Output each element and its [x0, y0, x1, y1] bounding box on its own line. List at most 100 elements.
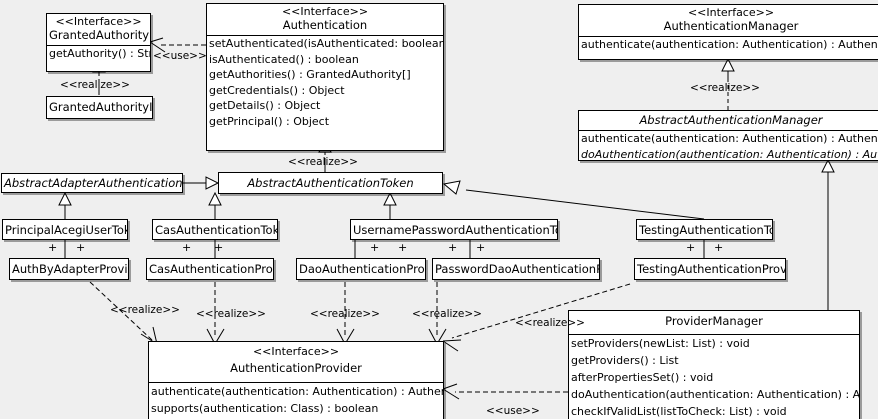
stereotype-label: <<Interface>>	[55, 15, 142, 28]
assoc-plus-marker: +	[686, 241, 696, 254]
class-header: <<Interface>> AuthenticationProvider	[149, 342, 443, 378]
class-testing-authentication-provider[interactable]: TestingAuthenticationProvider	[634, 258, 786, 280]
operations-compartment: authenticate(authentication: Authenticat…	[579, 131, 878, 161]
class-cas-authentication-provider[interactable]: CasAuthenticationProvider	[146, 258, 274, 280]
edge-label-use-granted-authority: <<use>>	[153, 50, 207, 62]
operation-item: setAuthenticated(isAuthenticated: boolea…	[209, 37, 443, 50]
class-name: GrantedAuthority	[49, 28, 150, 42]
operation-item: getProviders() : List	[571, 354, 679, 367]
operation-item: checkIfValidList(listToCheck: List) : vo…	[571, 405, 787, 418]
class-name: AuthenticationProvider	[230, 361, 362, 375]
operation-item: getCredentials() : Object	[209, 83, 345, 97]
class-authentication-manager[interactable]: <<Interface>> AuthenticationManager auth…	[578, 4, 878, 60]
class-header: <<Interface>> AuthenticationManager	[579, 5, 878, 36]
class-cas-authentication-token[interactable]: CasAuthenticationToken	[152, 219, 278, 240]
class-granted-authority[interactable]: <<Interface>> GrantedAuthority getAuthor…	[46, 13, 151, 72]
class-name: Authentication	[282, 18, 368, 32]
compartment-divider	[47, 45, 150, 46]
operation-item: getDetails() : Object	[209, 99, 321, 112]
assoc-plus-marker: +	[398, 241, 408, 254]
class-auth-by-adapter-provider[interactable]: AuthByAdapterProvider	[9, 258, 129, 280]
class-name: CasAuthenticationProvider	[149, 262, 273, 276]
class-header: <<Interface>> Authentication	[207, 4, 443, 35]
compartment-divider	[579, 130, 878, 131]
edge-label-realize-password-dao-provider: <<realize>>	[412, 308, 482, 320]
operations-compartment: setAuthenticated(isAuthenticated: boolea…	[207, 36, 443, 129]
assoc-plus-marker: +	[48, 241, 58, 254]
edge-provider-manager-extends-abstract-authentication-manager	[821, 158, 835, 310]
operation-item: getPrincipal() : Object	[209, 114, 330, 128]
class-password-dao-authentication-provider[interactable]: PasswordDaoAuthenticationProvider	[432, 258, 600, 280]
operation-item: doAuthentication(authentication: Authent…	[571, 388, 860, 401]
edge-label-realize-cas-provider: <<realize>>	[196, 308, 266, 320]
edge-username-password-token-extends-abstract-authentication-token	[383, 191, 397, 219]
operation-item: authenticate(authentication: Authenticat…	[581, 132, 878, 145]
class-abstract-authentication-token[interactable]: AbstractAuthenticationToken	[218, 172, 443, 194]
edge-provider-manager-uses-authentication-provider	[442, 383, 568, 400]
class-authentication-provider[interactable]: <<Interface>> AuthenticationProvider aut…	[148, 341, 444, 419]
compartment-divider	[579, 36, 878, 37]
assoc-plus-marker: +	[182, 241, 192, 254]
class-name: AuthenticationManager	[663, 19, 799, 33]
compartment-divider	[149, 382, 443, 383]
assoc-plus-marker: +	[448, 241, 458, 254]
stereotype-label: <<Interface>>	[687, 6, 775, 19]
edge-principal-acegi-user-token-extends-abstract-adapter-token	[58, 191, 72, 219]
class-testing-authentication-token[interactable]: TestingAuthenticationToken	[636, 219, 773, 240]
class-name: CasAuthenticationToken	[155, 223, 277, 237]
class-header: <<Interface>> GrantedAuthority	[47, 14, 150, 45]
operation-item: getAuthority() : String	[49, 47, 150, 60]
stereotype-label: <<Interface>>	[281, 5, 369, 18]
edge-abstract-adapter-token-extends-abstract-authentication-token	[182, 176, 220, 190]
assoc-plus-marker: +	[476, 241, 486, 254]
class-name: TestingAuthenticationProvider	[637, 262, 786, 276]
class-name: TestingAuthenticationToken	[639, 223, 772, 237]
compartment-divider	[207, 35, 443, 36]
stereotype-label: <<Interface>>	[252, 345, 340, 358]
operations-compartment: setProviders(newList: List) : void getPr…	[569, 335, 859, 419]
edge-label-realize-auth-by-adapter: <<realize>>	[110, 304, 180, 316]
class-provider-manager[interactable]: ProviderManager setProviders(newList: Li…	[568, 310, 860, 419]
class-abstract-authentication-manager[interactable]: AbstractAuthenticationManager authentica…	[578, 110, 878, 161]
class-header: ProviderManager	[569, 311, 859, 331]
class-name: AbstractAuthenticationManager	[639, 113, 823, 127]
class-name: ProviderManager	[665, 314, 763, 328]
edge-label-realize-provider-manager: <<realize>>	[515, 317, 585, 329]
edge-label-realize-abstract-authentication-manager: <<realize>>	[690, 82, 760, 94]
operation-item: doAuthentication(authentication: Authent…	[581, 147, 878, 161]
operations-compartment: authenticate(authentication: Authenticat…	[149, 383, 443, 417]
class-name: AbstractAuthenticationToken	[247, 176, 414, 190]
edge-label-realize-dao-provider: <<realize>>	[310, 308, 380, 320]
class-name: DaoAuthenticationProvider	[299, 262, 425, 276]
class-dao-authentication-provider[interactable]: DaoAuthenticationProvider	[296, 258, 426, 280]
edge-label-realize-abstract-authentication-token: <<realize>>	[288, 156, 358, 168]
assoc-plus-marker: +	[370, 241, 380, 254]
class-header: AbstractAuthenticationManager	[579, 111, 878, 130]
operation-item: isAuthenticated() : boolean	[209, 52, 359, 66]
class-authentication[interactable]: <<Interface>> Authentication setAuthenti…	[206, 3, 444, 151]
class-username-password-authentication-token[interactable]: UsernamePasswordAuthenticationToken	[350, 219, 558, 240]
class-name: AuthByAdapterProvider	[12, 262, 128, 276]
class-name: PrincipalAcegiUserToken	[5, 223, 127, 237]
class-name: AbstractAdapterAuthenticationToken	[4, 176, 183, 190]
compartment-divider	[569, 334, 859, 335]
operation-item: setProviders(newList: List) : void	[571, 337, 750, 350]
class-granted-authority-impl[interactable]: GrantedAuthorityImpl	[46, 96, 153, 119]
operations-compartment: getAuthority() : String	[47, 46, 150, 62]
class-name: GrantedAuthorityImpl	[49, 100, 153, 114]
operation-item: supports(authentication: Class) : boolea…	[151, 402, 379, 415]
operations-compartment: authenticate(authentication: Authenticat…	[579, 37, 878, 53]
edge-cas-token-extends-abstract-authentication-token	[208, 191, 222, 219]
class-name: PasswordDaoAuthenticationProvider	[435, 262, 599, 276]
assoc-plus-marker: +	[714, 241, 724, 254]
class-principal-acegi-user-token[interactable]: PrincipalAcegiUserToken	[2, 219, 128, 240]
operation-item: afterPropertiesSet() : void	[571, 371, 714, 384]
assoc-plus-marker: +	[76, 241, 86, 254]
operation-item: authenticate(authentication: Authenticat…	[151, 385, 443, 398]
operation-item: getAuthorities() : GrantedAuthority[]	[209, 68, 411, 81]
class-abstract-adapter-authentication-token[interactable]: AbstractAdapterAuthenticationToken	[1, 173, 183, 193]
edge-label-use-provider-manager: <<use>>	[486, 405, 540, 417]
edge-testing-token-extends-abstract-authentication-token	[442, 180, 705, 220]
class-name: UsernamePasswordAuthenticationToken	[353, 223, 557, 237]
